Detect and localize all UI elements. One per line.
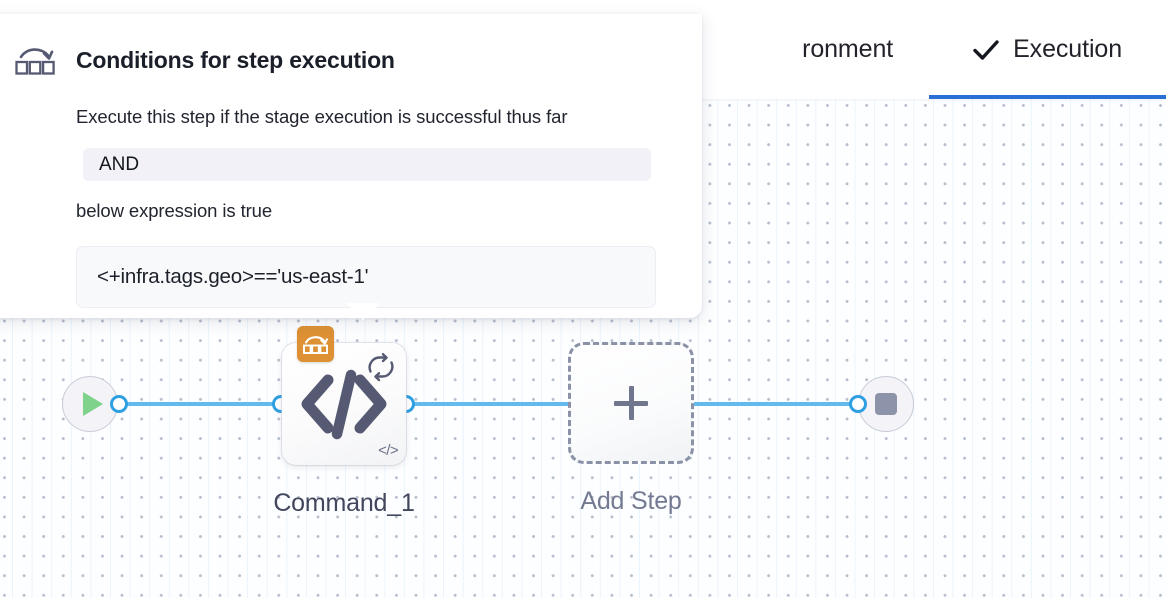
popover-arrow	[346, 303, 380, 320]
condition-operator-field[interactable]: AND	[83, 148, 651, 181]
edge-command-to-addstep	[396, 402, 596, 406]
popover-description: Execute this step if the stage execution…	[76, 106, 568, 127]
plus-icon	[614, 386, 648, 420]
start-node[interactable]	[62, 376, 118, 432]
port-end-in[interactable]	[849, 395, 867, 413]
conditional-execution-popover: Conditions for step execution Execute th…	[0, 14, 702, 318]
condition-operator-value: AND	[99, 153, 140, 175]
add-step-label: Add Step	[580, 487, 682, 515]
popover-title: Conditions for step execution	[76, 46, 395, 73]
conditional-execution-badge[interactable]	[297, 326, 334, 362]
tab-bar: ronment Execution	[802, 0, 1166, 99]
end-node[interactable]	[858, 376, 914, 432]
edge-addstep-to-end	[666, 402, 892, 406]
tab-environment[interactable]: ronment	[802, 0, 929, 99]
mini-code-icon: </>	[378, 442, 398, 459]
check-icon	[973, 39, 999, 61]
retry-loop-icon	[364, 351, 398, 383]
tab-environment-label: ronment	[802, 35, 894, 63]
tab-execution[interactable]: Execution	[929, 0, 1166, 99]
add-step-button[interactable]	[568, 342, 694, 464]
step-node-command[interactable]: </>	[282, 343, 406, 465]
play-icon	[83, 392, 103, 416]
conditional-execution-icon	[303, 336, 329, 354]
popover-header: Conditions for step execution	[14, 42, 395, 78]
tab-active-indicator	[929, 95, 1166, 99]
conditional-execution-icon	[14, 42, 57, 78]
stop-icon	[875, 393, 897, 415]
condition-expression-value: <+infra.tags.geo>=='us-east-1'	[97, 265, 369, 288]
edge-start-to-command	[96, 402, 309, 406]
condition-expression-field[interactable]: <+infra.tags.geo>=='us-east-1'	[76, 246, 656, 308]
port-start-out[interactable]	[110, 395, 128, 413]
step-node-label: Command_1	[273, 489, 415, 517]
tab-execution-label: Execution	[1013, 35, 1122, 63]
popover-description-secondary: below expression is true	[76, 200, 273, 221]
code-icon	[282, 343, 406, 465]
